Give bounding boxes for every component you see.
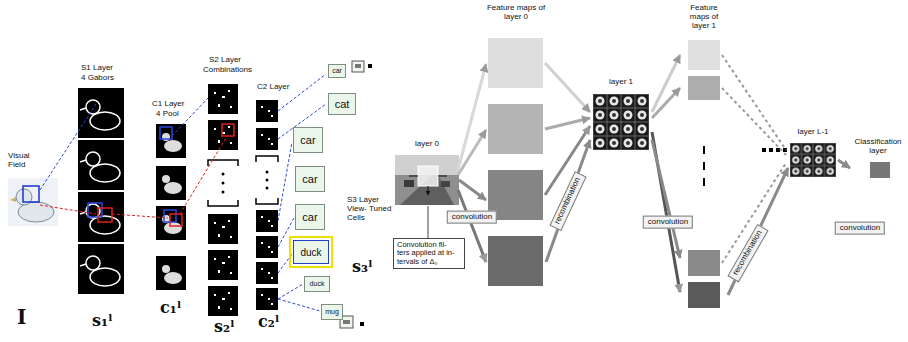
layer-symbol: s₂ˡ xyxy=(214,318,235,336)
view-tuned-cell: duck xyxy=(293,240,329,264)
layer-symbol: c₁ˡ xyxy=(160,299,181,317)
view-tuned-cell: car xyxy=(295,166,325,192)
fan-arrows xyxy=(458,55,680,292)
column-label: C1 Layer xyxy=(152,100,184,109)
edge-label: convolution xyxy=(447,211,497,224)
c1-maps xyxy=(156,124,186,290)
c2-maps xyxy=(256,100,278,310)
node-text: cat xyxy=(335,98,350,110)
connector xyxy=(459,180,486,200)
connector xyxy=(652,140,680,258)
layer-symbol: I xyxy=(17,306,26,328)
feature-maps-layer-0 xyxy=(488,38,543,286)
node-text: car xyxy=(302,173,317,185)
view-tuned-cell: mug xyxy=(321,304,343,320)
column-label: 4 Pool xyxy=(156,110,179,119)
layer-group: layer 1 xyxy=(590,78,652,152)
layer-group: Feature maps of layer 1 xyxy=(680,4,728,314)
layer-symbol: s₁ˡ xyxy=(92,312,113,330)
layer-group: Feature maps of layer 0 xyxy=(486,4,546,292)
visual-field-image xyxy=(8,178,58,226)
grids xyxy=(593,94,890,178)
column-label: C2 Layer xyxy=(257,83,289,92)
column-label: S2 Layer xyxy=(209,56,241,65)
connector xyxy=(838,160,850,168)
layer-symbol: s₃ˡ xyxy=(352,258,373,276)
connector xyxy=(428,206,429,238)
node-text: layer 1 xyxy=(590,78,652,87)
note-box: Convolution fil- ters applied at in- ter… xyxy=(393,238,465,269)
node-text: car xyxy=(332,67,342,75)
node-text: layer 0 xyxy=(395,140,459,149)
column-label: Combinations xyxy=(203,66,252,75)
node-text: duck xyxy=(300,247,321,258)
road-image xyxy=(395,155,459,205)
column-label: S3 Layer View- Tuned Cells xyxy=(347,196,399,222)
layer-symbol: c₂ˡ xyxy=(258,313,279,331)
node-text: duck xyxy=(310,280,325,288)
edge-label: recombination xyxy=(727,224,768,283)
layer-group: Classification layer xyxy=(850,138,906,178)
view-tuned-cell: duck xyxy=(304,276,330,292)
layer-group: layer 0 xyxy=(395,140,459,206)
s2-maps xyxy=(208,84,238,316)
connector xyxy=(728,168,788,295)
node-text: Feature maps of layer 1 xyxy=(680,4,728,30)
s1-maps xyxy=(78,88,124,294)
node-text: Convolution fil- ters applied at in- ter… xyxy=(397,241,461,266)
node-text: Feature maps of layer 0 xyxy=(486,4,546,22)
node-text: mug xyxy=(325,308,339,316)
edge-label: convolution xyxy=(835,222,885,235)
pooling-leader-lines xyxy=(40,74,326,311)
connector xyxy=(546,140,590,262)
node-text: car xyxy=(300,134,315,146)
feature-maps-layer-1 xyxy=(688,40,720,308)
column-label: S1 Layer xyxy=(81,64,113,73)
view-tuned-cell: car xyxy=(295,204,325,230)
layer-group: layer L-1 xyxy=(788,128,838,178)
view-tuned-cell: cat xyxy=(328,93,356,115)
node-text: layer L-1 xyxy=(788,128,838,137)
node-text: car xyxy=(302,211,317,223)
node-text: Classification layer xyxy=(850,138,906,156)
view-tuned-cell: car xyxy=(293,127,323,153)
column-label: Visual Field xyxy=(8,152,48,170)
column-label: 4 Gabors xyxy=(81,74,114,83)
edge-label: convolution xyxy=(643,216,693,229)
view-tuned-cell: car xyxy=(328,64,346,78)
